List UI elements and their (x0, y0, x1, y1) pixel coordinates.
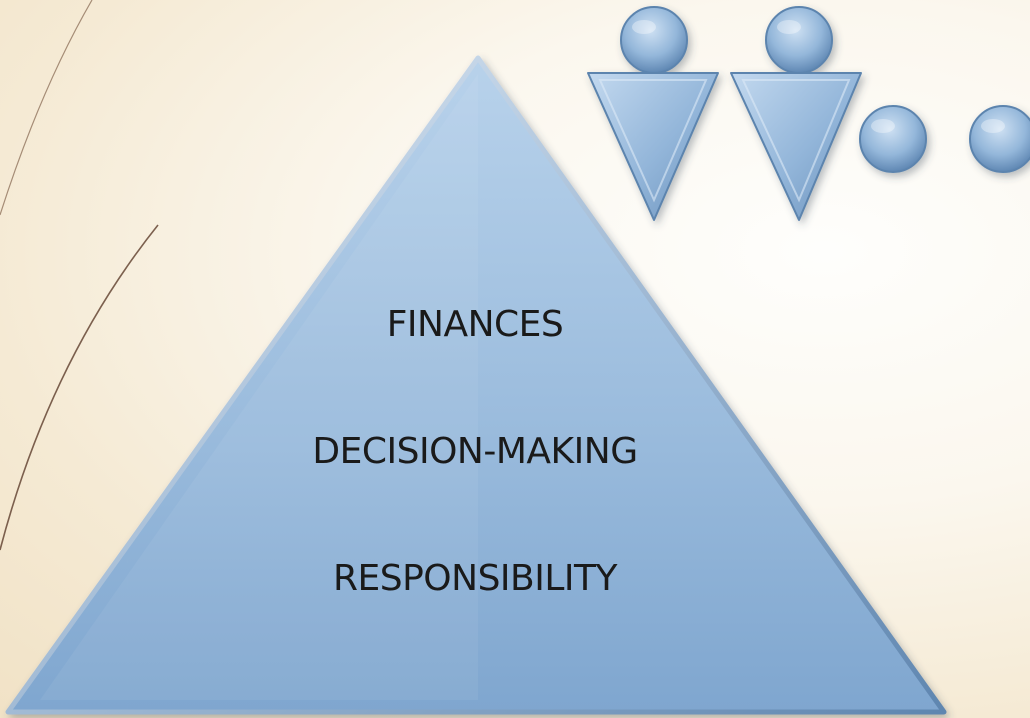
decor-line-left (0, 224, 159, 551)
person-head-icon (765, 6, 833, 74)
head-only-figure-icon (969, 105, 1030, 173)
pyramid-level-decision-making: DECISION-MAKING (312, 431, 638, 472)
head-only-figure-icon (859, 105, 927, 173)
pyramid-level-finances: FINANCES (386, 304, 564, 345)
person-figure-icon (730, 6, 862, 221)
pyramid-level-responsibility: RESPONSIBILITY (332, 558, 618, 599)
pyramid-highlight (40, 74, 478, 700)
person-figure-icon (587, 6, 719, 221)
person-head-icon (859, 105, 927, 173)
decor-line-top (0, 0, 93, 216)
pyramid-shape (5, 55, 947, 715)
person-head-icon (620, 6, 688, 74)
person-head-icon (969, 105, 1030, 173)
